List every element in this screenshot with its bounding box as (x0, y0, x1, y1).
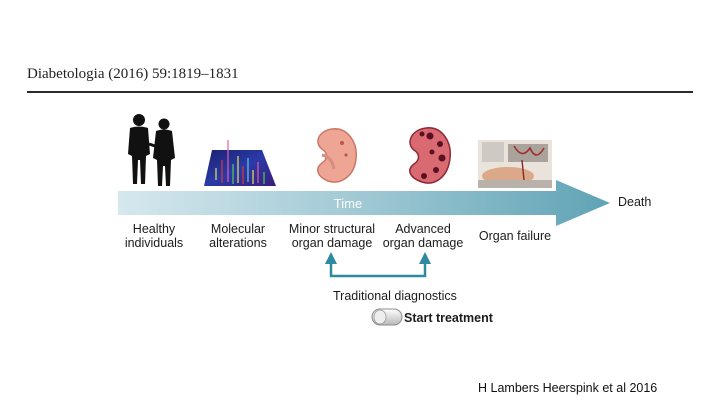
stage-label-minor-damage: Minor structural organ damage (288, 222, 376, 250)
stage-label-advanced-damage: Advanced organ damage (382, 222, 464, 250)
traditional-diagnostics-label: Traditional diagnostics (333, 289, 457, 303)
header-rule (27, 91, 693, 93)
timeline-title: Time (333, 196, 363, 211)
citation: H Lambers Heerspink et al 2016 (478, 381, 658, 395)
molecular-heatmap-icon (204, 140, 276, 186)
couple-silhouette-icon (128, 114, 175, 186)
stage-label-organ-failure: Organ failure (478, 229, 552, 243)
start-treatment-label: Start treatment (404, 311, 493, 325)
diagnostics-bracket (329, 262, 427, 278)
stage-label-healthy: Healthy individuals (124, 222, 184, 250)
death-label: Death (618, 195, 652, 209)
dialysis-photo-icon (478, 140, 552, 188)
stage-label-molecular: Molecular alterations (209, 222, 267, 250)
journal-reference: Diabetologia (2016) 59:1819–1831 (27, 66, 239, 82)
pill-capsule-icon (371, 308, 403, 326)
kidney-advanced-damage-icon (409, 127, 451, 184)
kidney-minor-damage-icon (317, 128, 357, 183)
